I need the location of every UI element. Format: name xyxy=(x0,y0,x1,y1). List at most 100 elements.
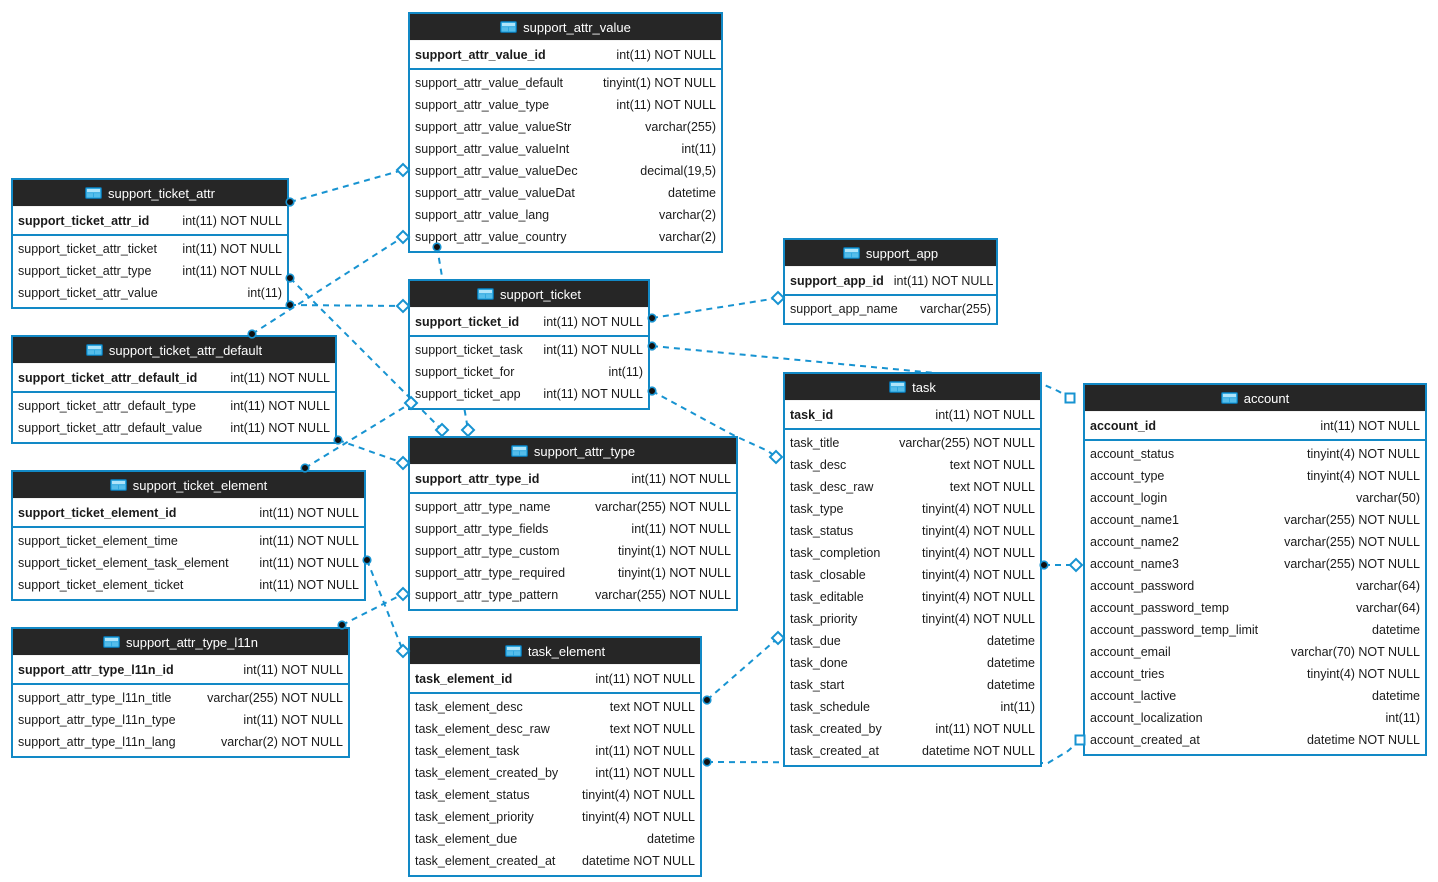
relationship-line-support_ticket_element-task_element[interactable] xyxy=(366,559,404,652)
table-header-support_ticket_element[interactable]: support_ticket_element xyxy=(13,472,364,499)
relationship-line-support_ticket_element-support_ticket[interactable] xyxy=(304,402,412,469)
table-header-task[interactable]: task xyxy=(785,374,1040,401)
table-header-task_element[interactable]: task_element xyxy=(410,638,700,665)
table-header-support_attr_value[interactable]: support_attr_value xyxy=(410,14,721,41)
table-header-support_ticket_attr[interactable]: support_ticket_attr xyxy=(13,180,287,207)
table-header-support_app[interactable]: support_app xyxy=(785,240,996,267)
relationship-line-support_ticket_attr-support_attr_value[interactable] xyxy=(289,169,404,203)
relationship-line-support_ticket-support_app[interactable] xyxy=(651,297,779,319)
table-header-support_ticket[interactable]: support_ticket xyxy=(410,281,648,308)
table-header-support_attr_type[interactable]: support_attr_type xyxy=(410,438,736,465)
relationship-line-support_ticket-account[interactable] xyxy=(651,345,1071,399)
table-header-account[interactable]: account xyxy=(1085,385,1425,412)
relationship-line-support_ticket_attr_default-support_attr_value[interactable] xyxy=(251,236,404,335)
relationship-line-support_attr_type_l11n-support_attr_type[interactable] xyxy=(341,593,404,626)
table-header-support_ticket_attr_default[interactable]: support_ticket_attr_default xyxy=(13,337,335,364)
